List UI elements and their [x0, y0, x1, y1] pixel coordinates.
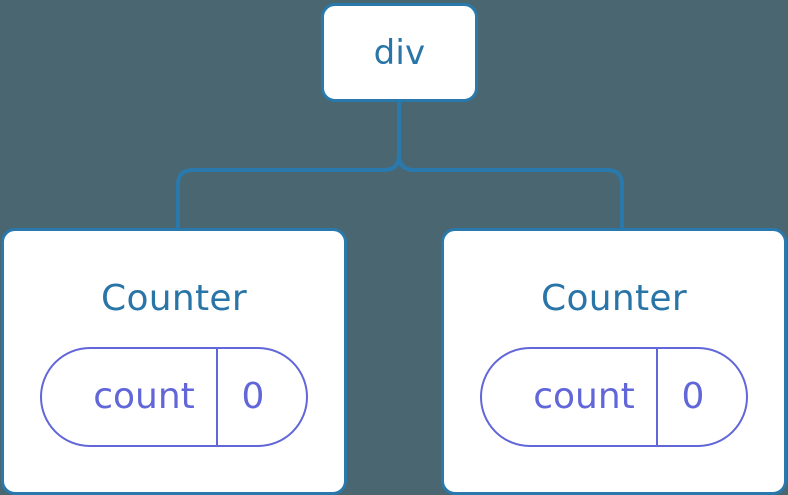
state-key-cell-right: count: [482, 349, 658, 445]
node-counter-right-label: Counter: [541, 278, 687, 319]
state-key-cell-left: count: [42, 349, 218, 445]
node-counter-right[interactable]: Counter count 0: [441, 228, 787, 495]
connector-root-to-left-child: [176, 100, 401, 232]
state-value-left: 0: [241, 376, 265, 417]
state-key-left: count: [93, 376, 195, 417]
node-counter-left[interactable]: Counter count 0: [1, 228, 347, 495]
state-pill-left[interactable]: count 0: [40, 347, 308, 447]
state-key-right: count: [533, 376, 635, 417]
state-value-right: 0: [681, 376, 705, 417]
state-value-cell-left: 0: [218, 349, 306, 445]
state-pill-right[interactable]: count 0: [480, 347, 748, 447]
node-div-label: div: [373, 32, 426, 73]
node-counter-left-label: Counter: [101, 278, 247, 319]
connector-root-to-right-child: [397, 100, 624, 232]
state-value-cell-right: 0: [658, 349, 746, 445]
node-div[interactable]: div: [321, 3, 478, 102]
